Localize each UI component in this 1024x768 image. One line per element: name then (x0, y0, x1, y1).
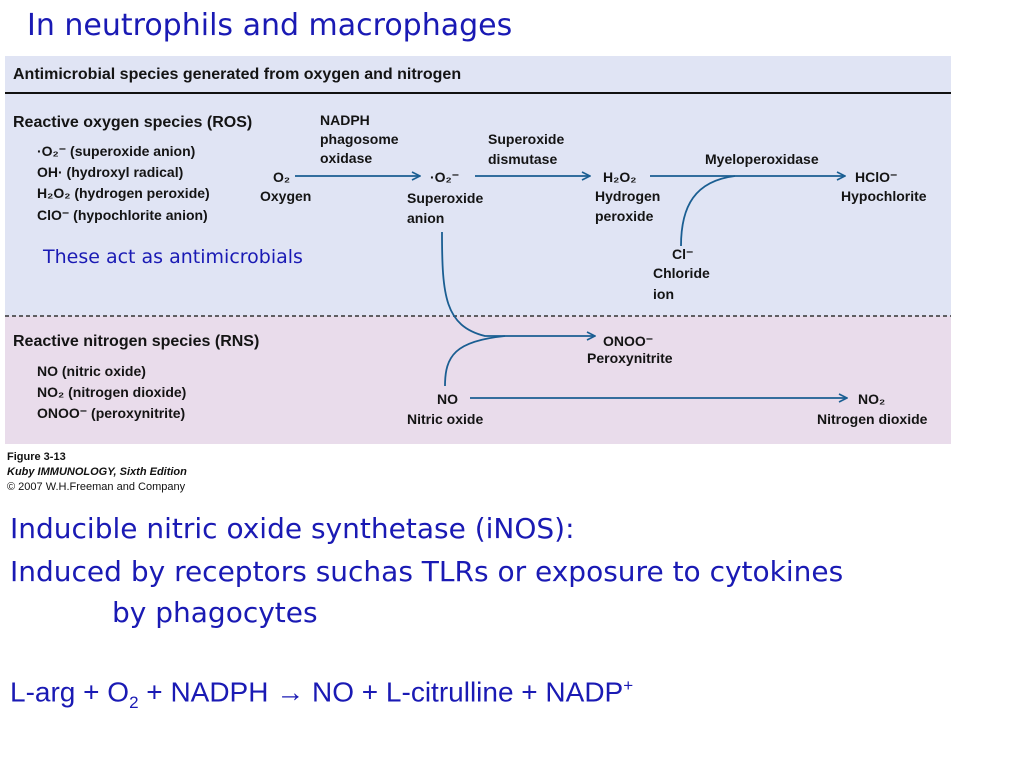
onoo-formula: ONOO⁻ (603, 333, 653, 349)
rns-panel (5, 316, 951, 444)
antimicrobial-annotation: These act as antimicrobials (42, 246, 303, 268)
enzyme-nadph-oxidase: NADPH phagosome oxidase (320, 112, 402, 166)
arrow-no-to-peroxynitrite (444, 335, 506, 387)
figure-source-book: Kuby IMMUNOLOGY, Sixth Edition (7, 466, 187, 478)
reaction-arrow: → (276, 676, 305, 708)
rns-item-no2: NO₂ (nitrogen dioxide) (37, 384, 186, 400)
no2-formula: NO₂ (858, 391, 885, 407)
arrow-superoxide-to-peroxynitrite (441, 231, 595, 336)
figure-header: Antimicrobial species generated from oxy… (13, 66, 461, 83)
hclo-formula: HClO⁻ (855, 169, 897, 185)
rns-item-onoo: ONOO⁻ (peroxynitrite) (37, 405, 185, 421)
antimicrobial-species-figure: Antimicrobial species generated from oxy… (5, 56, 951, 444)
hclo-name: Hypochlorite (841, 188, 927, 204)
superoxide-formula: ·O₂⁻ (430, 169, 459, 185)
no-name: Nitric oxide (407, 411, 483, 427)
ros-item-superoxide: ·O₂⁻ (superoxide anion) (37, 143, 195, 159)
enzyme-superoxide-dismutase: Superoxide dismutase (488, 131, 568, 167)
ros-item-hypochlorite: ClO⁻ (hypochlorite anion) (37, 207, 208, 223)
ros-item-hydroxyl: OH· (hydroxyl radical) (37, 164, 183, 180)
figure-number: Figure 3-13 (7, 451, 66, 463)
inos-reaction-equation: L-arg + O2 + NADPH → NO + L-citrulline +… (10, 676, 634, 712)
h2o2-name: Hydrogen peroxide (595, 188, 664, 224)
onoo-name: Peroxynitrite (587, 350, 673, 366)
superoxide-name: Superoxide anion (407, 190, 487, 226)
inos-heading: Inducible nitric oxide synthetase (iNOS)… (10, 512, 575, 545)
ros-item-peroxide: H₂O₂ (hydrogen peroxide) (37, 185, 210, 201)
ros-heading: Reactive oxygen species (ROS) (13, 114, 252, 131)
slide-title: In neutrophils and macrophages (27, 8, 513, 43)
enzyme-myeloperoxidase: Myeloperoxidase (705, 151, 819, 167)
rns-heading: Reactive nitrogen species (RNS) (13, 333, 259, 350)
ros-panel (5, 56, 951, 316)
chloride-formula: Cl⁻ (672, 246, 693, 262)
inos-induction-line: Induced by receptors suchas TLRs or expo… (10, 555, 844, 588)
figure-copyright: © 2007 W.H.Freeman and Company (7, 481, 186, 493)
o2-name: Oxygen (260, 188, 311, 204)
figure-caption: Figure 3-13 Kuby IMMUNOLOGY, Sixth Editi… (7, 450, 187, 495)
h2o2-formula: H₂O₂ (603, 169, 636, 185)
inos-induction-line-cont: by phagocytes (112, 596, 318, 629)
chloride-name: Chloride ion (653, 265, 714, 302)
no2-name: Nitrogen dioxide (817, 411, 928, 427)
arrow-chloride-to-myeloperoxidase (680, 175, 736, 247)
no-formula: NO (437, 391, 458, 407)
rns-item-no: NO (nitric oxide) (37, 363, 146, 379)
o2-formula: O₂ (273, 169, 290, 185)
